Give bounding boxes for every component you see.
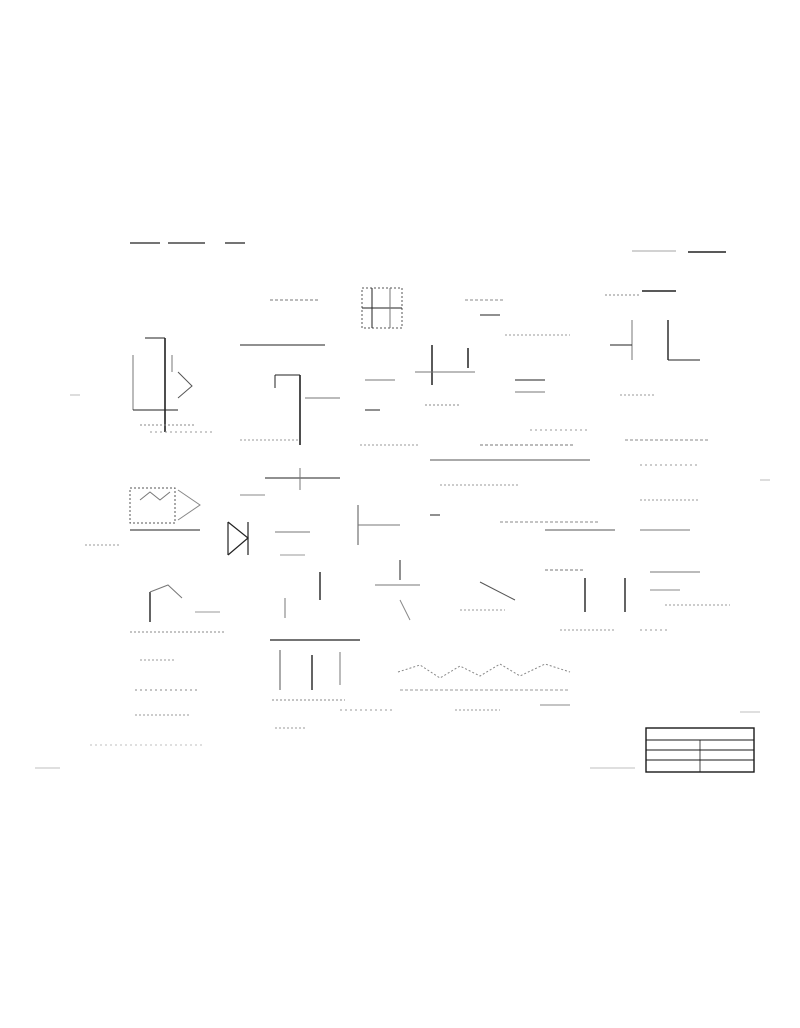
component-group-lower-center bbox=[270, 572, 392, 729]
edge-marks bbox=[35, 394, 770, 769]
component-group-lower-mid bbox=[375, 560, 615, 631]
component-group-diode bbox=[227, 521, 310, 556]
component-group-lower-right bbox=[624, 571, 730, 631]
component-group-center-mid bbox=[357, 499, 700, 545]
component-group-bottom-strip bbox=[397, 663, 571, 711]
component-group-right-top bbox=[605, 290, 710, 466]
component-group-u1 bbox=[132, 337, 215, 433]
component-group-connector-top bbox=[361, 287, 403, 329]
title-block bbox=[645, 727, 755, 773]
component-group-mid bbox=[415, 299, 570, 406]
component-group-left-mid bbox=[85, 487, 265, 546]
component-group-center-top bbox=[240, 299, 340, 490]
component-group-lower-left bbox=[130, 584, 225, 716]
component-group-mid-band bbox=[360, 379, 590, 486]
header-rules bbox=[130, 242, 726, 253]
